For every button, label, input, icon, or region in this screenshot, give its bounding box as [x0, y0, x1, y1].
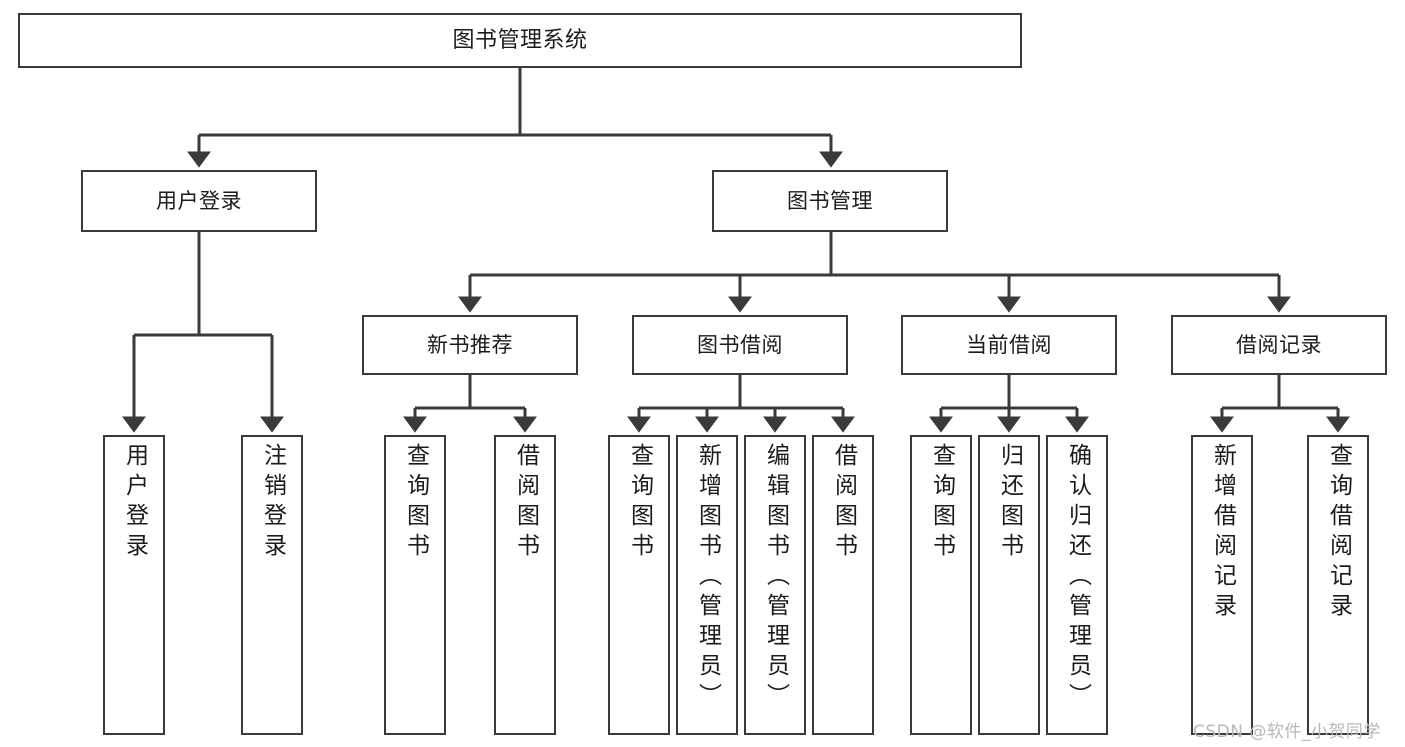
node-new-book-recommend[interactable]: 新书推荐: [362, 315, 578, 375]
node-leaf-confirm-return[interactable]: 确认归还（管理员）: [1046, 435, 1108, 735]
node-user-login[interactable]: 用户登录: [81, 170, 317, 232]
node-label: 用户登录: [121, 443, 148, 563]
node-label: 新增借阅记录: [1209, 443, 1236, 623]
node-label: 用户登录: [156, 188, 242, 213]
node-leaf-add-record[interactable]: 新增借阅记录: [1191, 435, 1253, 735]
csdn-watermark: CSDN @软件_小贺同学: [1193, 722, 1381, 742]
node-leaf-query-record[interactable]: 查询借阅记录: [1307, 435, 1369, 735]
node-label: 注销登录: [259, 443, 286, 563]
node-leaf-query-book-1[interactable]: 查询图书: [384, 435, 446, 735]
node-leaf-query-book-3[interactable]: 查询图书: [910, 435, 972, 735]
node-label: 借阅记录: [1236, 332, 1322, 357]
node-label: 编辑图书（管理员）: [762, 443, 789, 713]
node-label: 查询图书: [928, 443, 955, 563]
node-leaf-logout-login[interactable]: 注销登录: [241, 435, 303, 735]
node-label: 查询借阅记录: [1325, 443, 1352, 623]
node-leaf-edit-book[interactable]: 编辑图书（管理员）: [744, 435, 806, 735]
node-book-borrow[interactable]: 图书借阅: [632, 315, 848, 375]
node-book-management-system[interactable]: 图书管理系统: [18, 13, 1022, 68]
node-leaf-borrow-book-1[interactable]: 借阅图书: [494, 435, 556, 735]
node-leaf-query-book-2[interactable]: 查询图书: [608, 435, 670, 735]
node-label: 图书借阅: [697, 332, 783, 357]
node-leaf-return-book[interactable]: 归还图书: [978, 435, 1040, 735]
node-label: 当前借阅: [966, 332, 1052, 357]
node-leaf-add-book[interactable]: 新增图书（管理员）: [676, 435, 738, 735]
node-label: 借阅图书: [830, 443, 857, 563]
node-label: 查询图书: [402, 443, 429, 563]
node-label: 图书管理: [787, 188, 873, 213]
node-borrow-record[interactable]: 借阅记录: [1171, 315, 1387, 375]
node-label: 归还图书: [996, 443, 1023, 563]
node-current-borrow[interactable]: 当前借阅: [901, 315, 1117, 375]
node-label: 图书管理系统: [452, 27, 588, 53]
node-label: 确认归还（管理员）: [1064, 443, 1091, 713]
node-label: 借阅图书: [512, 443, 539, 563]
node-leaf-borrow-book-2[interactable]: 借阅图书: [812, 435, 874, 735]
node-label: 新书推荐: [427, 332, 513, 357]
node-leaf-user-login[interactable]: 用户登录: [103, 435, 165, 735]
node-label: 新增图书（管理员）: [694, 443, 721, 713]
node-book-management[interactable]: 图书管理: [712, 170, 948, 232]
node-label: 查询图书: [626, 443, 653, 563]
